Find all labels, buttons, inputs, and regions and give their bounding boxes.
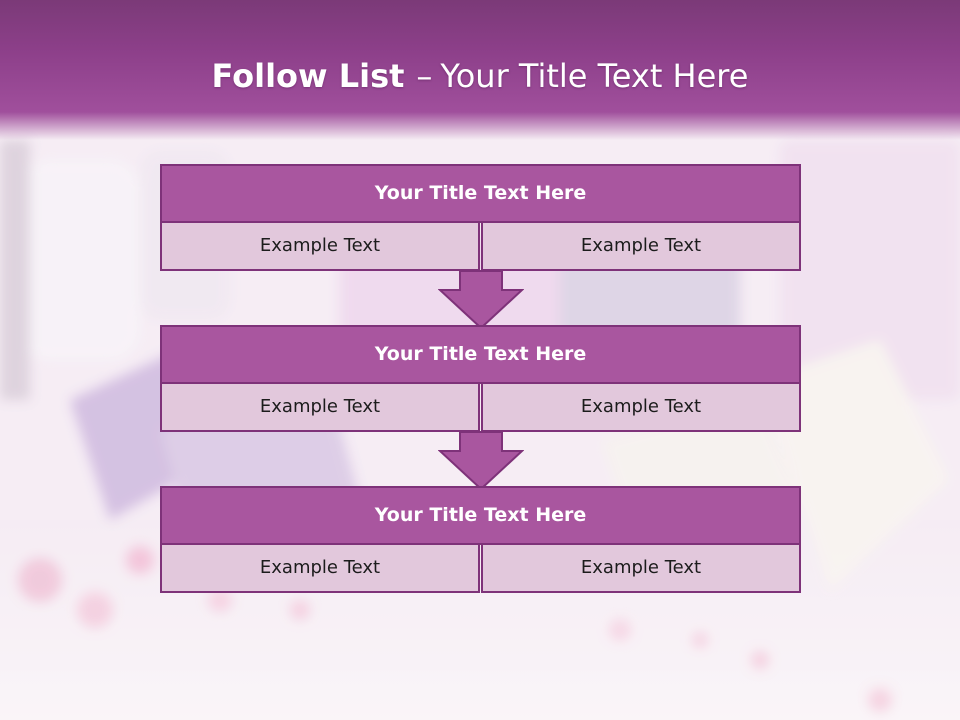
block-left-cell[interactable]: Example Text [160,382,480,432]
block-left-cell[interactable]: Example Text [160,543,480,593]
block-left-cell[interactable]: Example Text [160,221,480,271]
block-right-cell[interactable]: Example Text [481,382,801,432]
slide-title: Follow List–Your Title Text Here [0,50,960,102]
block-title[interactable]: Your Title Text Here [160,164,801,223]
header-band [0,0,960,140]
list-block-3: Your Title Text Here Example Text Exampl… [160,486,801,593]
block-right-cell[interactable]: Example Text [481,221,801,271]
block-right-cell[interactable]: Example Text [481,543,801,593]
arrow-down-icon [438,270,524,330]
block-title[interactable]: Your Title Text Here [160,486,801,545]
title-rest-part: Your Title Text Here [440,57,749,95]
arrow-down-icon [438,431,524,491]
block-title[interactable]: Your Title Text Here [160,325,801,384]
list-block-1: Your Title Text Here Example Text Exampl… [160,164,801,271]
title-dash: – [416,57,433,95]
title-bold-part: Follow List [211,57,405,95]
list-block-2: Your Title Text Here Example Text Exampl… [160,325,801,432]
